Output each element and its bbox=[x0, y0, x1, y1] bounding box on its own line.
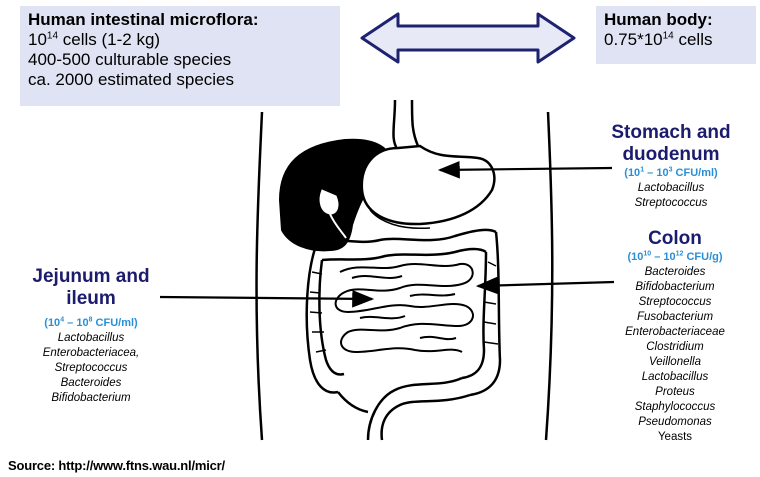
range-unit: CFU/ml) bbox=[672, 167, 717, 179]
range-open: (10 bbox=[44, 317, 60, 329]
rectum bbox=[338, 378, 470, 440]
bacterium-name: Bacteroides bbox=[600, 265, 750, 280]
bacterium-name: Lactobacillus bbox=[6, 331, 176, 346]
bacterium-name: Staphylococcus bbox=[600, 400, 750, 415]
stomach-title-2: duodenum bbox=[596, 144, 746, 166]
stomach-title-1: Stomach and bbox=[596, 122, 746, 144]
stomach-cfu-range: (101 – 103 CFU/ml) bbox=[596, 166, 746, 181]
bacterium-name: Fusobacterium bbox=[600, 310, 750, 325]
stomach bbox=[362, 146, 494, 228]
small-intestine bbox=[336, 264, 473, 352]
bacterium-name: Streptococcus bbox=[600, 295, 750, 310]
range-mid: – 10 bbox=[644, 167, 668, 179]
jejunum-title-1: Jejunum and bbox=[6, 266, 176, 288]
jejunum-pointer-arrow bbox=[160, 297, 372, 299]
colon-cfu-range: (1010 – 1012 CFU/g) bbox=[600, 250, 750, 265]
colon-title: Colon bbox=[600, 228, 750, 250]
jejunum-title-2: ileum bbox=[6, 288, 176, 310]
jejunum-cfu-range: (104 – 108 CFU/ml) bbox=[6, 316, 176, 331]
range-exp-low: 10 bbox=[643, 250, 651, 257]
bacterium-name: Streptococcus bbox=[596, 196, 746, 211]
bacterium-name: Lactobacillus bbox=[600, 370, 750, 385]
range-mid: – 10 bbox=[64, 317, 88, 329]
bacterium-name: Bifidobacterium bbox=[600, 280, 750, 295]
range-open: (10 bbox=[627, 251, 643, 263]
source-citation: Source: http://www.ftns.wau.nl/micr/ bbox=[8, 458, 225, 473]
bacterium-name: Pseudomonas bbox=[600, 415, 750, 430]
bacterium-name: Enterobacteriaceae bbox=[600, 325, 750, 340]
jejunum-label-group: Jejunum and ileum (104 – 108 CFU/ml) Lac… bbox=[6, 266, 176, 406]
stomach-label-group: Stomach and duodenum (101 – 103 CFU/ml) … bbox=[596, 122, 746, 211]
ascending-colon bbox=[307, 240, 344, 393]
range-unit: CFU/g) bbox=[683, 251, 722, 263]
bacterium-name: Lactobacillus bbox=[596, 181, 746, 196]
bacterium-name: Streptococcus bbox=[6, 361, 176, 376]
yeasts-label: Yeasts bbox=[600, 430, 750, 445]
bacterium-name: Veillonella bbox=[600, 355, 750, 370]
range-unit: CFU/ml) bbox=[92, 317, 137, 329]
bacterium-name: Proteus bbox=[600, 385, 750, 400]
range-mid: – 10 bbox=[651, 251, 675, 263]
colon-label-group: Colon (1010 – 1012 CFU/g) Bacteroides Bi… bbox=[600, 228, 750, 445]
bacterium-name: Clostridium bbox=[600, 340, 750, 355]
bacterium-name: Bacteroides bbox=[6, 376, 176, 391]
range-open: (10 bbox=[624, 167, 640, 179]
double-arrow bbox=[362, 14, 574, 62]
bacterium-name: Bifidobacterium bbox=[6, 391, 176, 406]
descending-colon bbox=[462, 232, 500, 395]
esophagus bbox=[393, 100, 418, 150]
bacterium-name: Enterobacteriacea, bbox=[6, 346, 176, 361]
